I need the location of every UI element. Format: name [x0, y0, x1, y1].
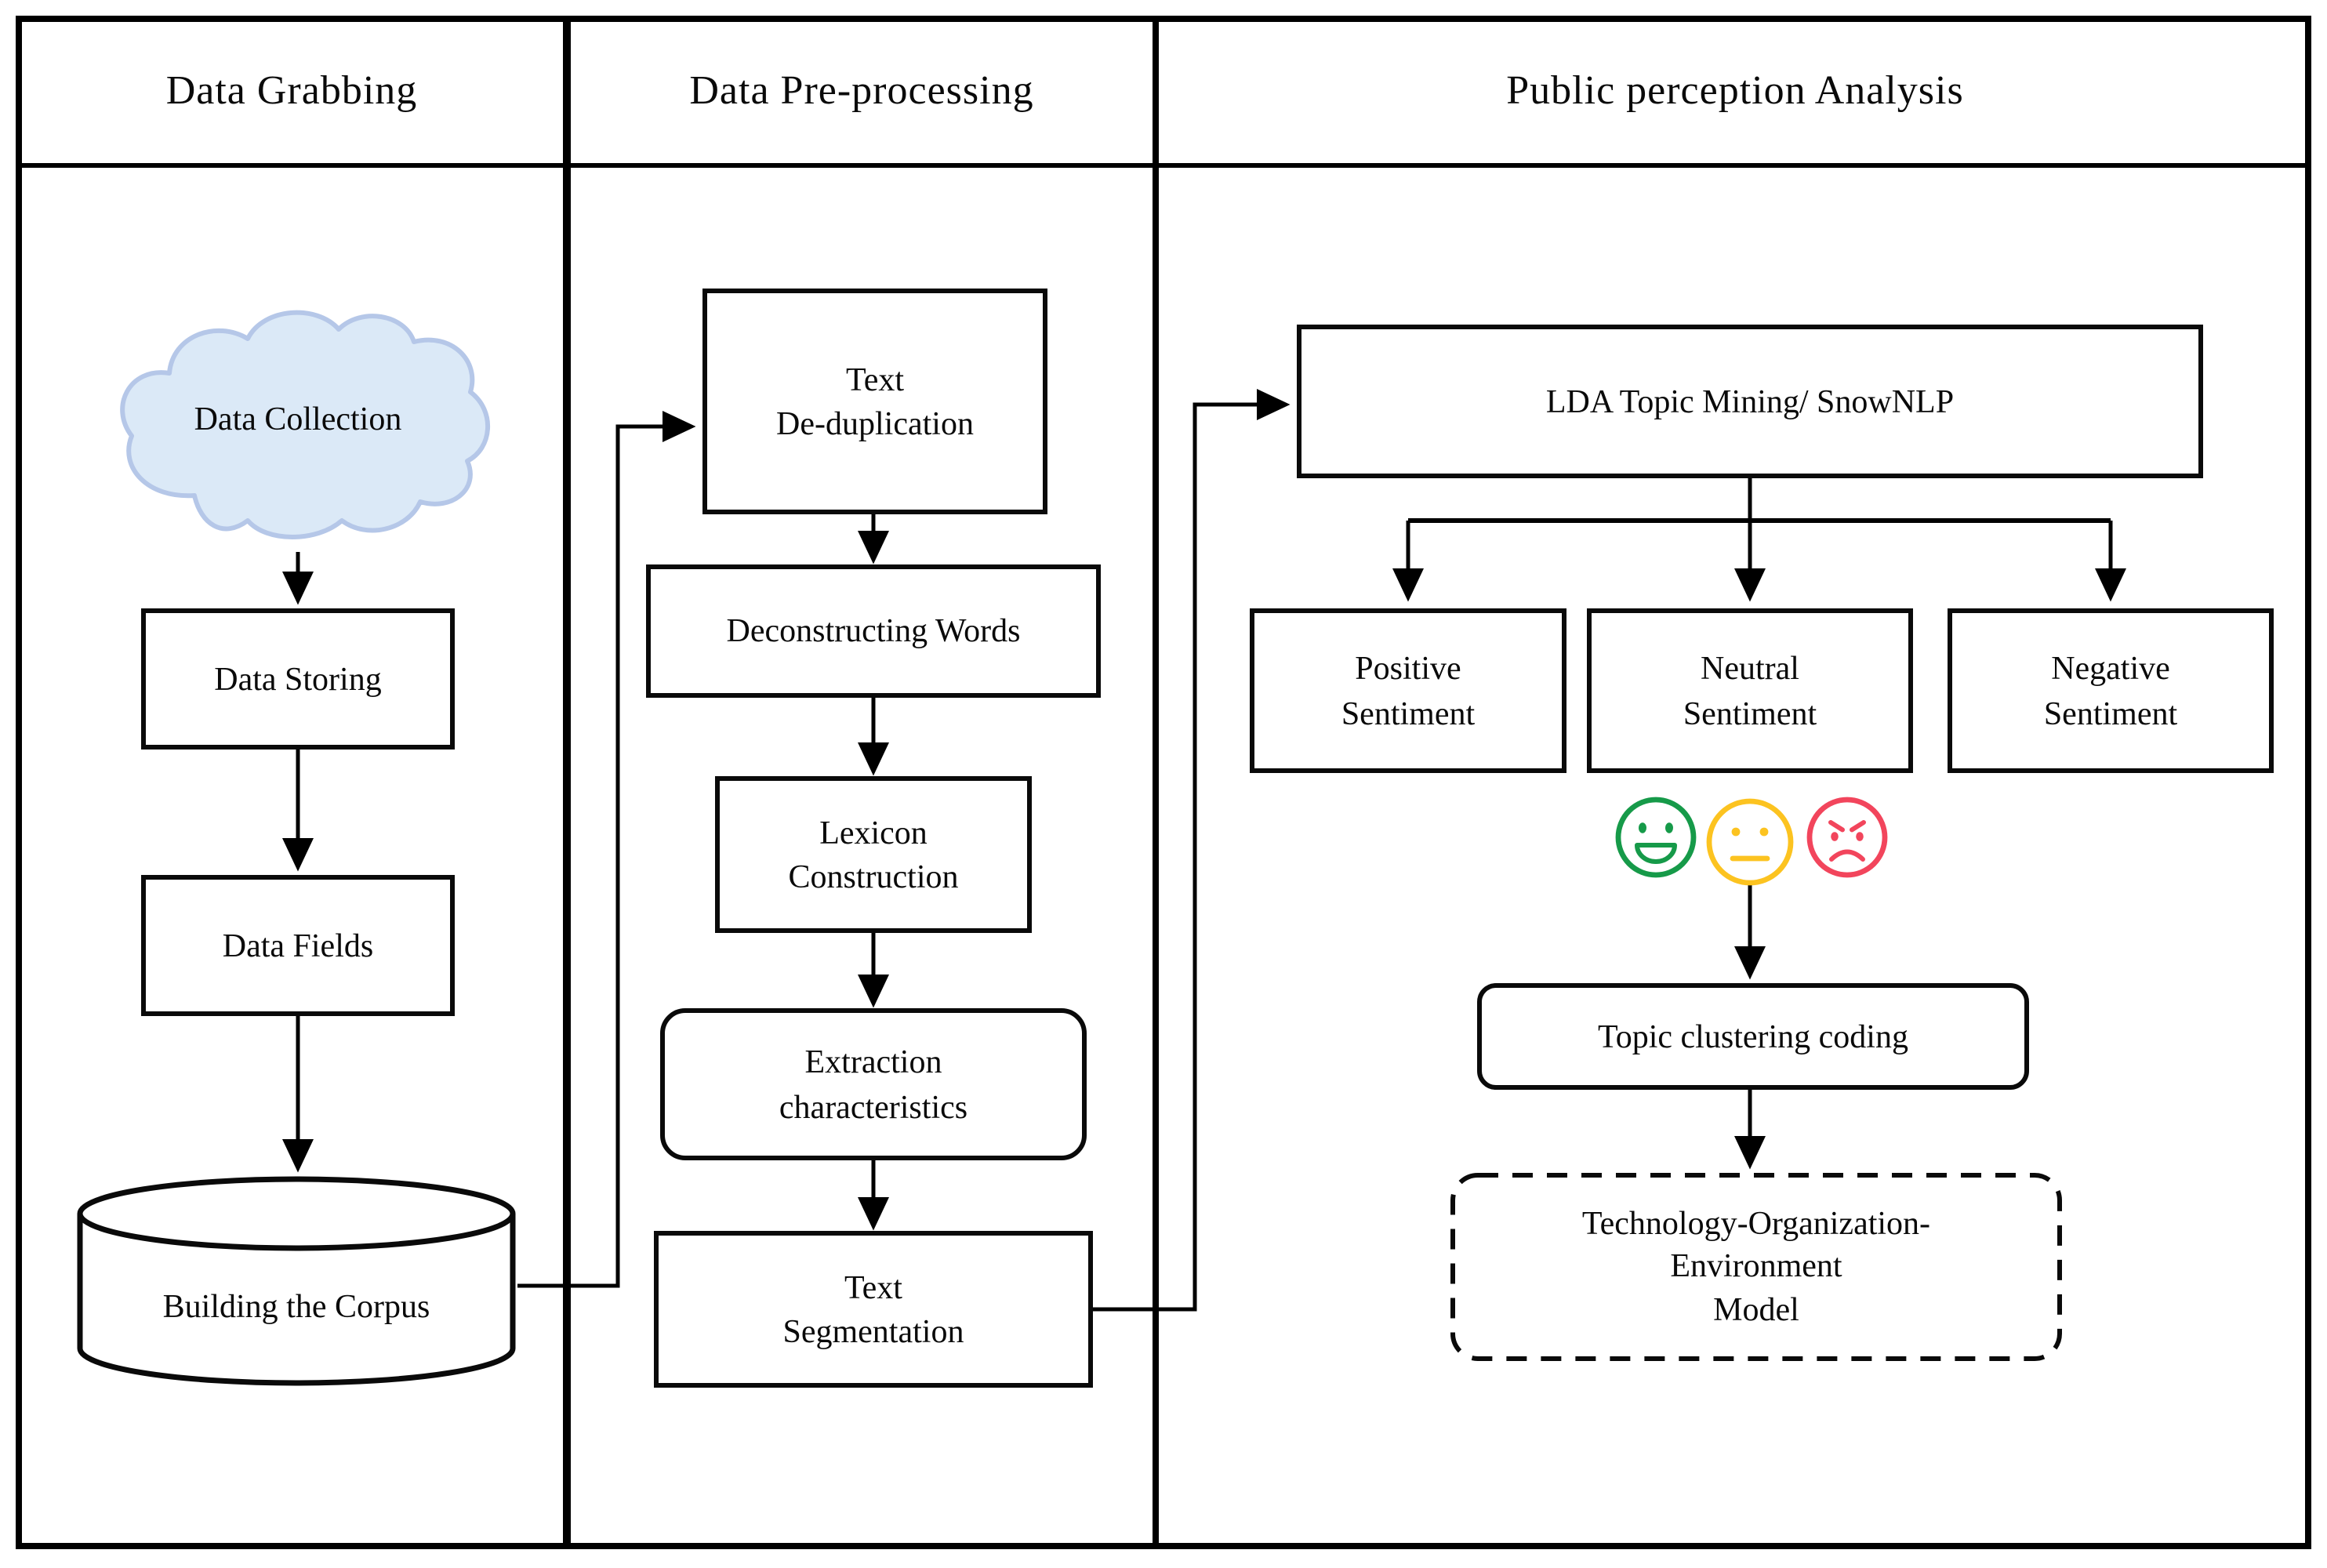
- node-data-collection: Data Collection: [194, 400, 402, 438]
- header-separator: [16, 163, 2311, 168]
- cloud-icon: [120, 310, 490, 539]
- node-negative-sentiment: Negative Sentiment: [1948, 608, 2274, 773]
- node-toe-model: Technology-Organization- Environment Mod…: [1581, 1204, 1931, 1328]
- column-header-public-perception-analysis: Public perception Analysis: [1506, 67, 1964, 113]
- column-divider-1: [563, 16, 571, 1549]
- negative-emoji-icon: [1806, 797, 1888, 878]
- node-data-storing: Data Storing: [141, 608, 455, 750]
- arrow-segmentation-to-lda: [1091, 389, 1291, 1312]
- column-header-data-grabbing: Data Grabbing: [165, 67, 418, 113]
- database-cylinder-icon: [77, 1176, 516, 1386]
- toe-model-dashed-outline: [1450, 1173, 2062, 1361]
- node-lda-topic-mining: LDA Topic Mining/ SnowNLP: [1297, 325, 2203, 478]
- node-extraction-characteristics: Extraction characteristics: [660, 1008, 1087, 1160]
- node-data-fields: Data Fields: [141, 875, 455, 1016]
- node-positive-sentiment: Positive Sentiment: [1250, 608, 1566, 773]
- node-deconstructing-words: Deconstructing Words: [646, 564, 1101, 698]
- column-header-data-pre-processing: Data Pre-processing: [689, 67, 1034, 113]
- node-neutral-sentiment: Neutral Sentiment: [1587, 608, 1913, 773]
- node-building-the-corpus: Building the Corpus: [162, 1287, 430, 1326]
- node-text-segmentation: Text Segmentation: [654, 1231, 1093, 1388]
- column-divider-2: [1153, 16, 1159, 1549]
- arrow-corpus-to-deduplication: [517, 411, 696, 1288]
- sentiment-emoji-row: [1615, 797, 1888, 886]
- node-topic-clustering-coding: Topic clustering coding: [1477, 983, 2029, 1090]
- positive-emoji-icon: [1615, 797, 1697, 878]
- diagram-frame: [16, 16, 2311, 1549]
- node-text-de-duplication: Text De-duplication: [702, 289, 1047, 514]
- node-lexicon-construction: Lexicon Construction: [715, 776, 1032, 933]
- neutral-emoji-icon: [1706, 798, 1794, 886]
